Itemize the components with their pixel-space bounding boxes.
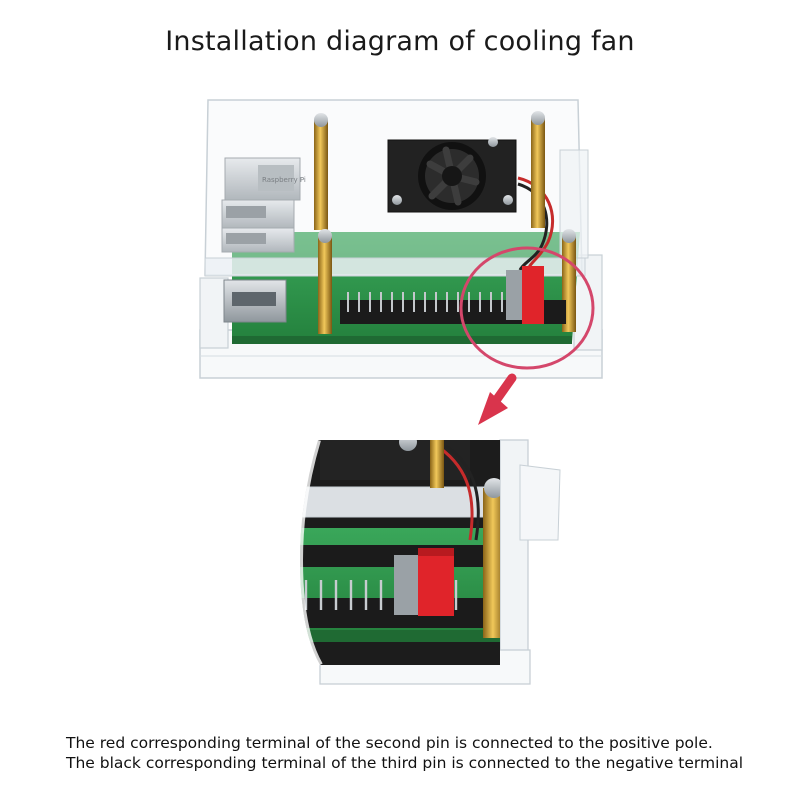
ethernet-port: Raspberry Pi (224, 157, 306, 201)
case-assembly: Raspberry Pi (199, 99, 603, 379)
board-label: Raspberry Pi (262, 176, 306, 184)
fan-icon (387, 137, 517, 213)
arrow-down-left-icon (478, 373, 517, 425)
caption-negative: The black corresponding terminal of the … (66, 754, 744, 772)
page-title: Installation diagram of cooling fan (165, 26, 635, 57)
brass-standoff (314, 120, 328, 230)
red-connector (522, 266, 544, 324)
highlight-ring (459, 246, 595, 370)
brass-standoff (483, 488, 500, 638)
red-connector (418, 548, 454, 616)
caption-positive: The red corresponding terminal of the se… (66, 734, 713, 752)
usb-ports (221, 199, 295, 323)
brass-standoff (531, 118, 545, 228)
gpio-header (340, 266, 566, 324)
brass-standoff (318, 236, 332, 334)
zoomed-detail (296, 439, 561, 685)
